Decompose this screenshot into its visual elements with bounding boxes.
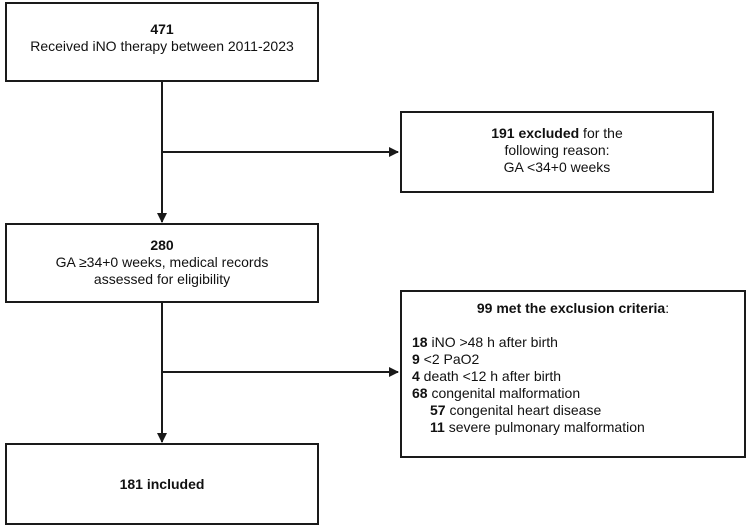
exclusion-criteria-box: 99 met the exclusion criteria: 18 iNO >4… (400, 290, 746, 458)
assessed-box: 280 GA ≥34+0 weeks, medical records asse… (5, 223, 319, 303)
exclusion-criteria-item-text: iNO >48 h after birth (427, 334, 558, 350)
included-text: 181 included (119, 476, 205, 492)
exclusion-criteria-item-count: 9 (412, 351, 420, 367)
exclusion-criteria-item-text: death <12 h after birth (419, 368, 562, 384)
included-box: 181 included (5, 443, 319, 525)
exclusion-criteria-item: 9 <2 PaO2 (412, 351, 744, 368)
received-text: Received iNO therapy between 2011-2023 (30, 38, 294, 54)
exclusion-criteria-item-count: 4 (412, 368, 420, 384)
exclusion-criteria-item-count: 68 (412, 385, 428, 401)
exclusion-criteria-item: 68 congenital malformation (412, 385, 744, 402)
exclusion-criteria-item-text: severe pulmonary malformation (444, 419, 645, 435)
exclusion-criteria-item-text: <2 PaO2 (419, 351, 480, 367)
exclusion-criteria-item: 4 death <12 h after birth (412, 368, 744, 385)
excluded-ga-text2: following reason: (504, 142, 610, 158)
excluded-ga-bold: excluded (514, 125, 580, 141)
exclusion-criteria-item-text: congenital malformation (427, 385, 581, 401)
excluded-ga-text3: GA <34+0 weeks (503, 159, 611, 175)
exclusion-criteria-item: 57 congenital heart disease (412, 402, 744, 419)
assessed-text1: GA ≥34+0 weeks, medical records (55, 254, 269, 270)
excluded-ga-text1: for the (579, 125, 623, 141)
exclusion-criteria-item-text: congenital heart disease (445, 402, 602, 418)
received-count: 471 (150, 21, 174, 37)
exclusion-criteria-item-count: 57 (430, 402, 446, 418)
exclusion-criteria-item-count: 18 (412, 334, 428, 350)
exclusion-criteria-item: 18 iNO >48 h after birth (412, 334, 744, 351)
exclusion-criteria-title-bold: 99 met the exclusion criteria (476, 300, 666, 316)
assessed-count: 280 (150, 237, 174, 253)
excluded-ga-count: 191 (491, 125, 515, 141)
received-box: 471 Received iNO therapy between 2011-20… (5, 2, 319, 82)
exclusion-criteria-title-suffix: : (665, 300, 670, 316)
exclusion-criteria-item-count: 11 (430, 419, 445, 435)
excluded-ga-box: 191 excluded for the following reason: G… (400, 111, 714, 193)
exclusion-criteria-item: 11 severe pulmonary malformation (412, 419, 744, 436)
exclusion-criteria-title: 99 met the exclusion criteria: (412, 300, 744, 317)
assessed-text2: assessed for eligibility (93, 271, 231, 287)
